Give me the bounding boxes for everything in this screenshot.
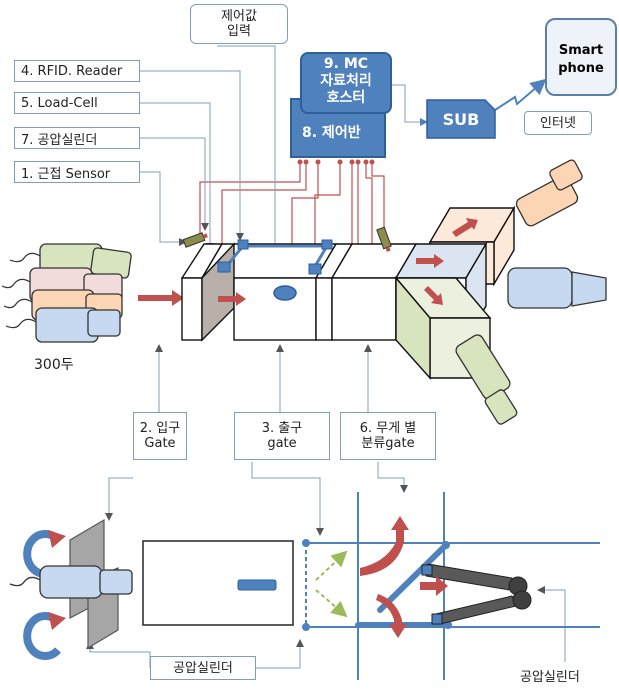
sorting-block: [394, 205, 516, 380]
load-cell-frame: [223, 244, 330, 269]
exit-gate-line2: gate: [267, 436, 297, 451]
control-panel-label: 8. 제어반: [302, 125, 361, 141]
entry-gate-line2: Gate: [144, 436, 176, 451]
herd-pigs: [29, 243, 132, 343]
plan-rfid-bar: [237, 579, 277, 591]
mc-host-line1: 9. MC: [323, 56, 369, 72]
herd-count-label: 300두: [34, 357, 74, 373]
exit-gate-line1: 3. 출구: [261, 421, 303, 436]
weight-sort-gate-label: 6. 무게 별 분류gate: [340, 412, 436, 460]
plan-pig: [9, 565, 133, 599]
smartphone-line1: Smart: [558, 43, 604, 58]
mc-host-line2: 자료처리: [320, 73, 372, 89]
load-cell-label: 5. Load-Cell: [14, 92, 140, 114]
exit-pig-top: [515, 159, 583, 227]
exit-pig-middle: [507, 267, 607, 309]
internet-link: [494, 78, 547, 111]
exit-gate-label: 3. 출구 gate: [234, 412, 330, 460]
pneumatic-cylinders-right: [421, 563, 532, 625]
control-input-line2: 입력: [227, 24, 251, 39]
proximity-sensor-label: 1. 근접 Sensor: [14, 161, 140, 183]
chute-body: [180, 242, 418, 342]
leader-lines: [86, 45, 566, 669]
flow-arrows-plan: [360, 516, 448, 638]
pneumatic-cylinder-right-label: 공압실린더: [520, 670, 580, 685]
rfid-reader-label: 4. RFID. Reader: [14, 60, 140, 82]
smartphone-box: Smart phone: [545, 18, 617, 96]
sorting-arrows: [416, 218, 478, 305]
sub-shape: [426, 99, 496, 139]
control-wires: [199, 162, 385, 262]
entry-gate-label: 2. 입구 Gate: [133, 412, 187, 460]
inner-arrow: [218, 292, 246, 306]
rotate-arrow-heads: [48, 530, 66, 630]
entry-arrow: [138, 290, 184, 306]
pneumatic-cylinder-left-label: 공압실린더: [150, 656, 256, 680]
pig-tails: [1, 252, 41, 329]
entry-gate-line1: 2. 입구: [139, 421, 181, 436]
exit-pig-bottom: [455, 334, 518, 425]
gate-swing-arrows: [315, 550, 348, 618]
mc-host-line3: 호스터: [326, 90, 366, 106]
control-input-label: 제어값 입력: [190, 4, 288, 44]
weight-sort-gate-line1: 6. 무게 별: [359, 421, 417, 436]
sub-label: SUB: [442, 109, 480, 129]
load-cell-points: [217, 239, 333, 275]
rfid-reader-antenna: [273, 285, 297, 301]
exit-gate-plan-lines: [310, 542, 360, 628]
mc-host-box: 9. MC 자료처리 호스터: [300, 52, 392, 114]
proximity-sensor-right: [376, 226, 392, 252]
smartphone-line2: phone: [558, 61, 604, 76]
control-input-line1: 제어값: [221, 9, 257, 24]
proximity-sensor-left: [182, 232, 208, 248]
weight-sort-gate-line2: 분류gate: [361, 436, 415, 451]
sort-grid: [357, 492, 600, 680]
pneumatic-cylinder-7-label: 7. 공압실린더: [14, 127, 140, 149]
internet-label: 인터넷: [524, 111, 592, 135]
